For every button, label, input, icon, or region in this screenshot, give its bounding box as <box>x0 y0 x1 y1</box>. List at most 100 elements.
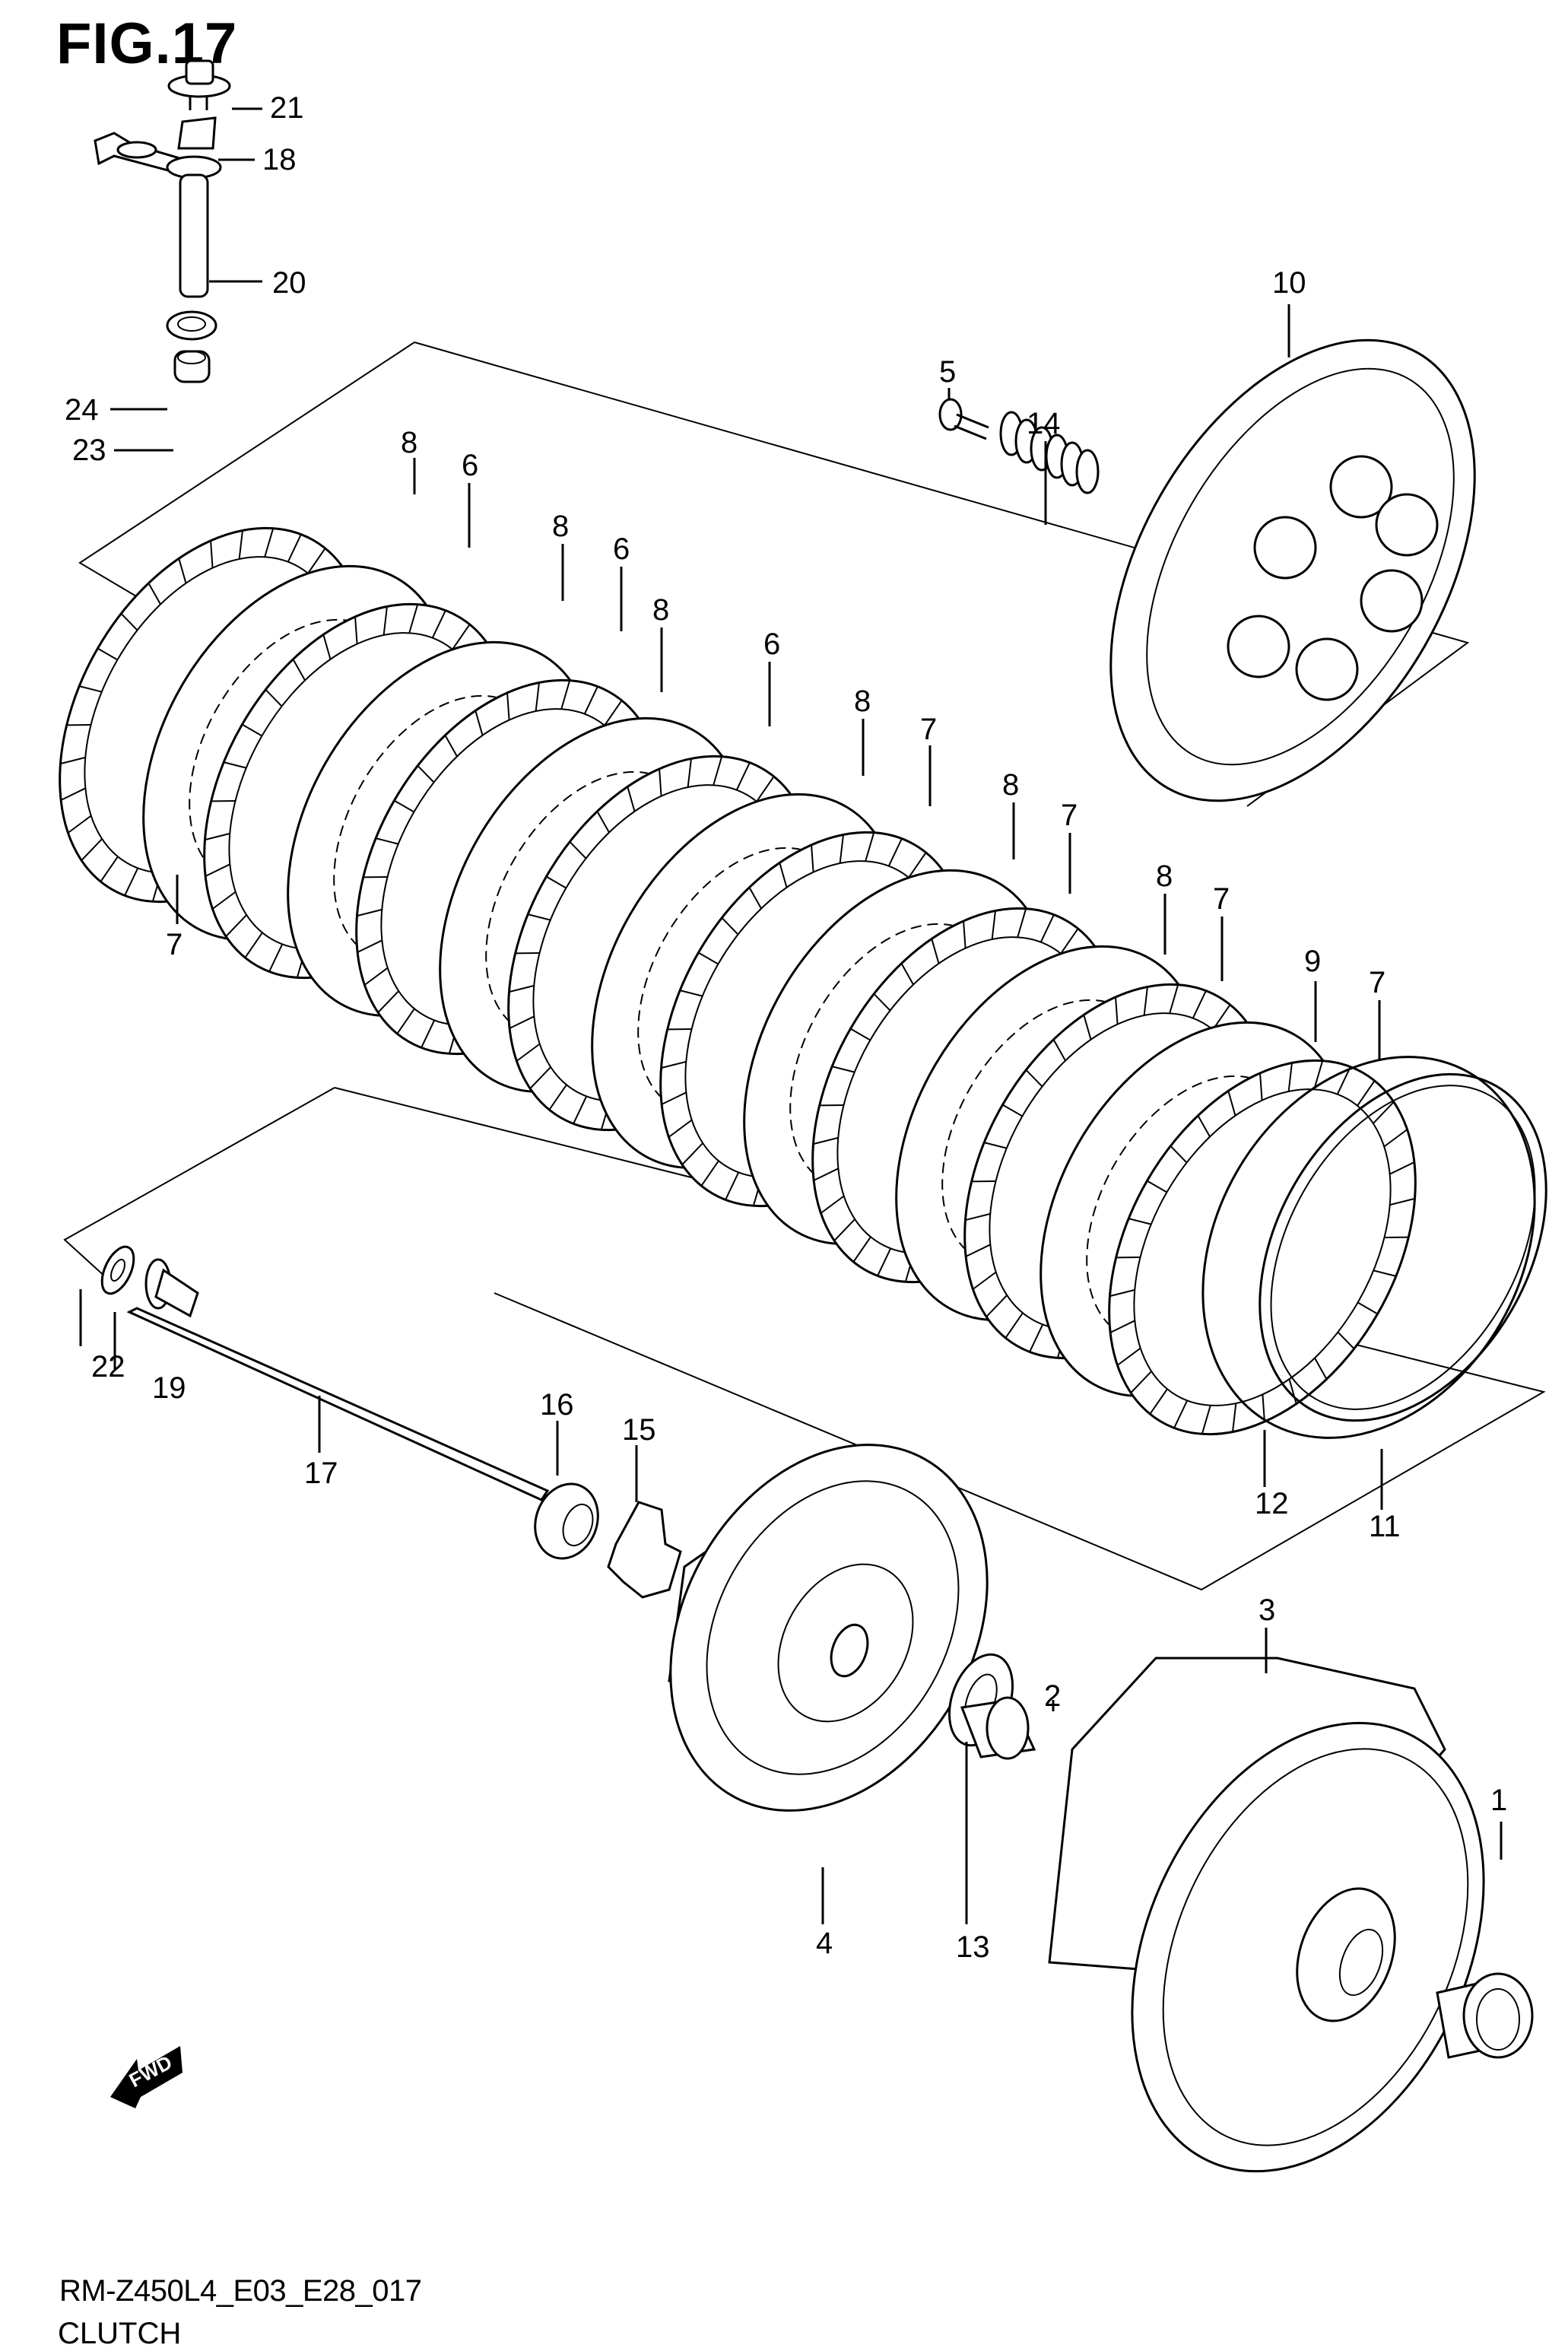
part-24-oil-seal <box>166 310 217 341</box>
friction-segment <box>931 939 940 964</box>
friction-segment <box>725 1171 740 1200</box>
friction-segment <box>583 686 598 715</box>
friction-segment <box>509 984 535 993</box>
friction-segment <box>877 1247 892 1276</box>
part-20-camshaft <box>94 132 222 298</box>
part-22-thrust-bearing <box>100 1245 135 1295</box>
friction-segment <box>265 689 283 707</box>
friction-segment <box>700 1160 719 1187</box>
friction-segment <box>813 1136 839 1145</box>
callout-23: 23 <box>72 434 173 467</box>
friction-segment <box>287 534 302 563</box>
friction-segment <box>97 647 118 661</box>
clutch-plate-stack <box>59 526 1417 1436</box>
callout-number: 9 <box>1304 945 1321 978</box>
part-11-spring-washer <box>1259 1072 1547 1422</box>
friction-segment <box>211 800 236 802</box>
callout-9: 9 <box>1304 945 1321 1042</box>
friction-segment <box>1025 1069 1043 1088</box>
friction-segment <box>515 952 540 955</box>
friction-segment <box>1029 1323 1044 1352</box>
friction-segment <box>292 659 306 681</box>
friction-segment <box>908 852 927 878</box>
friction-segment <box>1389 1161 1415 1175</box>
friction-segment <box>66 724 91 726</box>
callout-4: 4 <box>816 1867 833 1960</box>
friction-segment <box>1357 1080 1376 1107</box>
friction-segment <box>210 540 214 568</box>
friction-segment <box>396 1008 415 1034</box>
part-18-plate <box>177 116 217 150</box>
friction-segment <box>124 867 139 896</box>
callout-13: 13 <box>956 1742 990 1964</box>
callout-number: 6 <box>763 627 780 661</box>
friction-segment <box>849 1028 871 1041</box>
friction-segment <box>529 1066 551 1089</box>
friction-segment <box>697 952 719 965</box>
friction-segment <box>596 811 610 834</box>
friction-segment <box>225 914 247 937</box>
callout-layer: 2118202423105147868686878787971211221917… <box>65 91 1507 1964</box>
friction-segment <box>687 758 692 788</box>
friction-segment <box>516 1043 541 1062</box>
friction-segment <box>120 613 138 631</box>
friction-segment <box>475 710 484 736</box>
friction-segment <box>560 680 571 710</box>
friction-segment <box>264 528 275 558</box>
friction-segment <box>852 1236 871 1263</box>
part-11-inner-edge <box>1270 1085 1536 1410</box>
friction-segment <box>779 863 788 888</box>
friction-segment <box>972 1271 997 1290</box>
part-23-needle-bearing <box>173 350 211 383</box>
friction-segment <box>735 762 751 791</box>
friction-segment <box>748 887 762 910</box>
callout-number: 7 <box>166 928 183 961</box>
friction-segment <box>1116 1257 1141 1259</box>
friction-plate <box>1108 1059 1417 1436</box>
friction-segment <box>1383 1129 1408 1148</box>
friction-segment <box>238 530 243 560</box>
friction-segment <box>60 787 86 801</box>
part-10-pressure-plate <box>1109 338 1476 802</box>
friction-segment <box>713 756 723 786</box>
part-19-push-piece <box>144 1258 199 1318</box>
callout-7: 7 <box>166 875 183 961</box>
friction-segment <box>1083 1015 1092 1040</box>
friction-segment <box>831 1066 855 1073</box>
friction-segment <box>971 1180 996 1183</box>
friction-segment <box>1287 1063 1293 1092</box>
friction-segment <box>681 1142 703 1165</box>
friction-segment <box>268 943 284 972</box>
callout-11: 11 <box>1369 1449 1401 1543</box>
part-1-spacer <box>1436 1972 1534 2059</box>
friction-segment <box>527 913 551 921</box>
friction-segment <box>1001 1104 1023 1117</box>
callout-number: 10 <box>1272 266 1306 300</box>
callout-number: 23 <box>72 434 106 467</box>
friction-segment <box>983 1142 1008 1149</box>
friction-segment <box>965 1244 991 1257</box>
friction-segment <box>1173 1399 1189 1428</box>
callout-14: 14 <box>1027 407 1061 525</box>
friction-segment <box>813 1168 839 1181</box>
callout-8: 8 <box>552 510 569 601</box>
friction-segment <box>819 1104 844 1107</box>
friction-segment <box>811 844 814 872</box>
friction-segment <box>1262 1394 1265 1422</box>
friction-segment <box>627 786 636 812</box>
friction-segment <box>244 932 263 958</box>
friction-segment <box>1109 1288 1135 1298</box>
callout-24: 24 <box>65 393 167 427</box>
friction-segment <box>223 761 247 769</box>
friction-segment <box>659 768 662 796</box>
callout-number: 24 <box>65 393 99 427</box>
callout-number: 8 <box>652 593 669 627</box>
friction-segment <box>1005 1312 1024 1339</box>
friction-segment <box>241 723 262 737</box>
callout-number: 18 <box>262 143 297 176</box>
callout-15: 15 <box>622 1413 656 1502</box>
callout-8: 8 <box>401 426 417 494</box>
callout-17: 17 <box>304 1396 338 1490</box>
friction-segment <box>548 1084 567 1110</box>
